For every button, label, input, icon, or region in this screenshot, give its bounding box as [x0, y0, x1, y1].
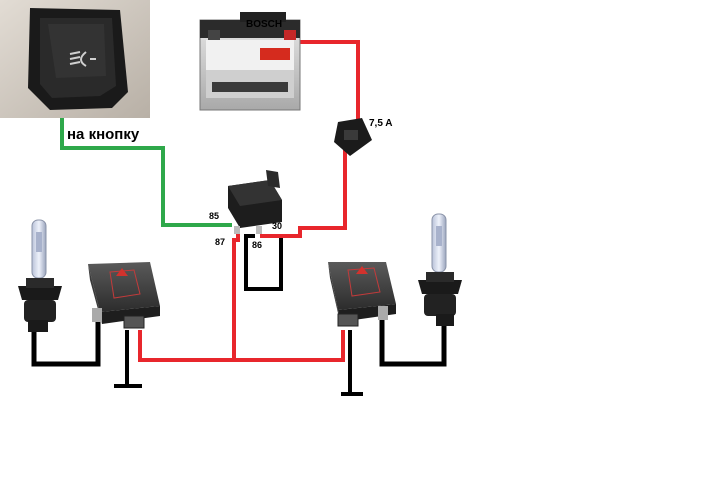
right-bulb-wire	[379, 320, 447, 367]
battery-brand-label: BOSCH	[246, 19, 282, 30]
signal-wire	[60, 118, 232, 227]
left-xenon-ballast-icon	[88, 262, 160, 329]
relay-pin-87-label: 87	[215, 237, 225, 247]
fog-light-switch-icon	[0, 0, 150, 118]
right-xenon-ballast-icon	[328, 262, 396, 327]
fuse-rating-label: 7,5 A	[369, 118, 393, 129]
relay-output-wire	[232, 234, 240, 360]
relay-pin-85-label: 85	[209, 211, 219, 221]
button-caption: на кнопку	[67, 126, 140, 143]
relay-ground-wire	[244, 234, 283, 291]
relay-icon	[228, 170, 282, 234]
battery-positive-wire	[292, 40, 360, 122]
ballast-power-bus	[138, 330, 345, 362]
battery-icon: BOSCH	[199, 12, 301, 111]
left-bulb-wire	[31, 320, 101, 367]
relay-pin-30-label: 30	[272, 221, 282, 231]
fuse-icon	[334, 118, 372, 156]
left-xenon-bulb-icon	[18, 219, 62, 332]
relay-pin-86-label: 86	[252, 240, 262, 250]
fuse-to-relay-wire	[260, 148, 347, 238]
right-xenon-bulb-icon	[418, 213, 462, 326]
